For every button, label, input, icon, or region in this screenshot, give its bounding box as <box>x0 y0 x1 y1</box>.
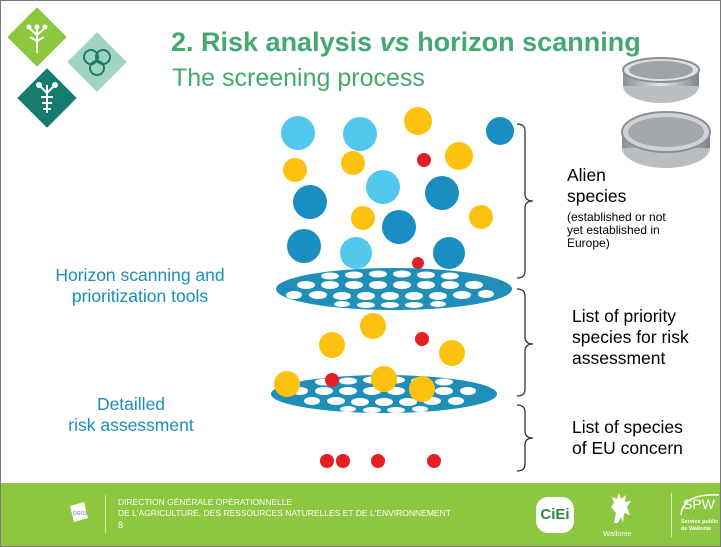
ball <box>371 454 385 468</box>
label-line: Alien <box>567 165 606 185</box>
footer-line: Direction générale opérationnelle <box>118 497 293 507</box>
upper-sieve <box>276 268 512 310</box>
horizon-scanning-label: Horizon scanning and prioritization tool… <box>25 265 255 307</box>
label-line: List of species <box>572 417 683 437</box>
ball <box>417 153 431 167</box>
alien-species-balls <box>281 107 514 269</box>
label-line: Europe) <box>567 236 610 250</box>
ball <box>404 107 432 135</box>
ball <box>343 117 377 151</box>
footer-divider <box>105 495 106 533</box>
ball <box>360 313 386 339</box>
screening-illustration <box>271 107 514 468</box>
label-line: of EU concern <box>572 438 683 458</box>
label-line: assessment <box>572 348 666 368</box>
label-line: Detailled <box>96 394 166 414</box>
priority-species-label: List of priority species for risk assess… <box>572 306 689 369</box>
ball <box>319 332 345 358</box>
dgo-badge-icon: DGO3 <box>70 502 88 522</box>
ball <box>469 205 493 229</box>
detailed-risk-label: Detailled risk assessment <box>41 394 221 436</box>
footer-divider <box>671 493 672 537</box>
footer-dgo-text: Direction générale opérationnelle de l'A… <box>118 497 451 519</box>
title-text-2: horizon scanning <box>409 27 641 57</box>
ball <box>293 185 327 219</box>
brace-priority <box>516 288 534 397</box>
ball <box>415 332 429 346</box>
ball <box>320 454 334 468</box>
footer-bar: DGO3 Direction générale opérationnelle d… <box>1 483 720 546</box>
wallonie-label: Wallonie <box>603 529 632 538</box>
ball <box>412 257 424 269</box>
eu-concern-balls <box>320 454 441 468</box>
ball <box>486 117 514 145</box>
ball <box>425 176 459 210</box>
svg-text:DGO3: DGO3 <box>73 511 87 517</box>
page-number: 8 <box>118 520 124 530</box>
rooster-icon <box>611 493 631 523</box>
ball <box>433 237 465 269</box>
label-line: species <box>567 186 627 206</box>
ball <box>445 142 473 170</box>
ball <box>325 373 339 387</box>
spw-arc-icon <box>680 494 720 516</box>
spw-logo-text: SPW <box>683 496 715 512</box>
label-line: Horizon scanning and <box>55 265 225 285</box>
brace-alien <box>516 123 534 279</box>
leaf-icon <box>67 32 127 92</box>
ball <box>409 376 435 402</box>
title-text-1: 2. Risk analysis <box>171 27 380 57</box>
sieve-image <box>621 57 711 168</box>
title-vs: vs <box>379 27 410 57</box>
ball <box>281 116 315 150</box>
logo-diamonds <box>7 7 127 128</box>
label-line: List of priority <box>572 306 677 326</box>
ball <box>371 366 397 392</box>
ball <box>351 206 375 230</box>
ciei-logo: CiEi <box>536 497 574 533</box>
label-line: (established or not <box>567 210 666 224</box>
label-line: species for risk <box>572 327 689 347</box>
ball <box>366 170 400 204</box>
label-line: risk assessment <box>68 415 194 435</box>
ball <box>382 210 416 244</box>
eu-concern-label: List of species of EU concern <box>572 417 683 459</box>
spw-subtitle: Service public de Wallonie <box>681 519 720 532</box>
brace-concern <box>516 404 534 472</box>
priority-species-balls <box>319 313 465 366</box>
ball <box>336 454 350 468</box>
lobster-icon <box>17 68 77 128</box>
ball <box>427 454 441 468</box>
ciei-logo-text: CiEi <box>540 506 570 523</box>
footer-line: de l'Agriculture, des Ressources naturel… <box>118 508 451 518</box>
alien-species-note: (established or not yet established in E… <box>567 211 666 250</box>
label-line: yet established in <box>567 223 660 237</box>
spw-sub-line: de Wallonie <box>681 525 712 532</box>
lower-sieve <box>271 366 497 413</box>
right-braces <box>516 123 534 472</box>
label-line: prioritization tools <box>71 286 209 306</box>
ball <box>340 237 372 269</box>
ball <box>287 229 321 263</box>
slide-title: 2. Risk analysis vs horizon scanning <box>171 27 641 58</box>
ball <box>283 158 307 182</box>
ball <box>341 151 365 175</box>
ball <box>274 371 300 397</box>
spw-sub-line: Service public <box>681 519 719 525</box>
slide-subtitle: The screening process <box>172 64 425 92</box>
ball <box>439 340 465 366</box>
alien-species-label: Alien species <box>567 165 626 207</box>
plant-icon <box>7 7 67 67</box>
